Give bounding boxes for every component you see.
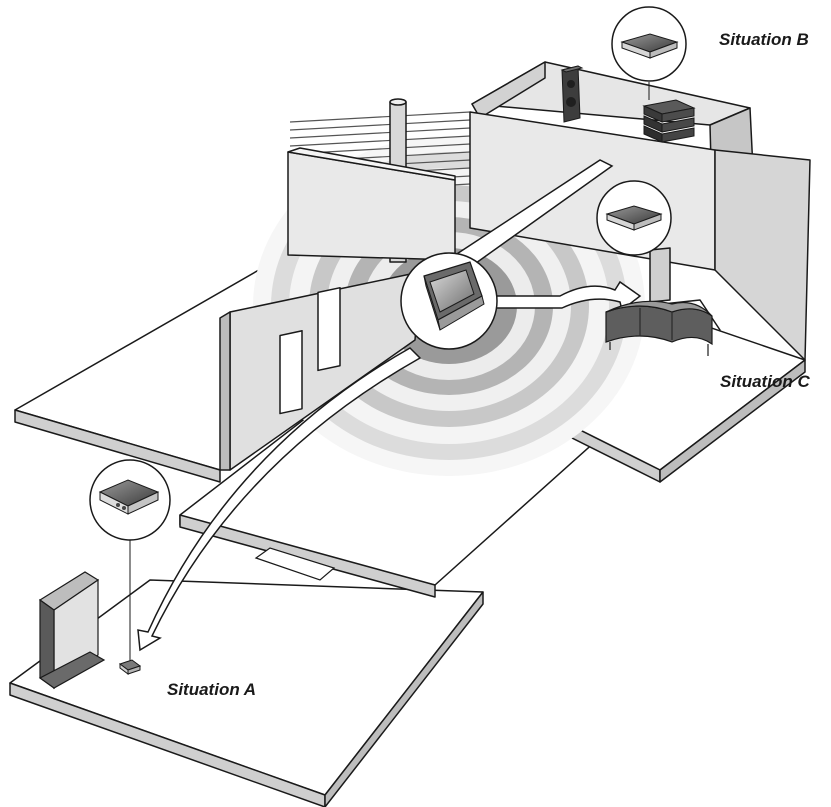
callout-situation-b	[611, 6, 687, 82]
situation-a-label: Situation A	[167, 680, 257, 699]
remote-control-icon	[423, 261, 485, 331]
stereo-system-icon	[642, 99, 696, 143]
callout-situation-c	[596, 180, 672, 256]
cabinet-icon	[605, 300, 713, 356]
floor-room-a-edge-right	[324, 591, 484, 807]
situation-b-label: Situation B	[719, 30, 809, 49]
signal-arrows	[137, 159, 642, 652]
wall-left-top	[287, 147, 456, 181]
remote-callout	[400, 252, 498, 350]
wall-c-column	[649, 247, 671, 303]
floor-left-edge	[14, 409, 221, 483]
floor-room-a-edge	[9, 682, 326, 807]
callout-situation-a	[89, 459, 171, 541]
speaker-icon	[560, 65, 584, 123]
wireless-receiver-icon	[98, 479, 160, 515]
door-2	[317, 286, 341, 372]
wireless-receiver-icon	[118, 659, 142, 675]
television-icon	[38, 571, 106, 690]
situation-c-label: Situation C	[720, 372, 810, 391]
wireless-receiver-icon	[605, 205, 663, 231]
threshold	[254, 547, 336, 581]
floor-corridor-edge	[179, 514, 436, 598]
arrow-to-a	[137, 347, 422, 652]
wireless-receiver-icon	[620, 33, 679, 59]
wall-partition-side	[219, 311, 231, 471]
floor-room-c-edge-right	[659, 359, 806, 483]
wall-right	[714, 149, 811, 361]
door-1	[279, 330, 303, 415]
